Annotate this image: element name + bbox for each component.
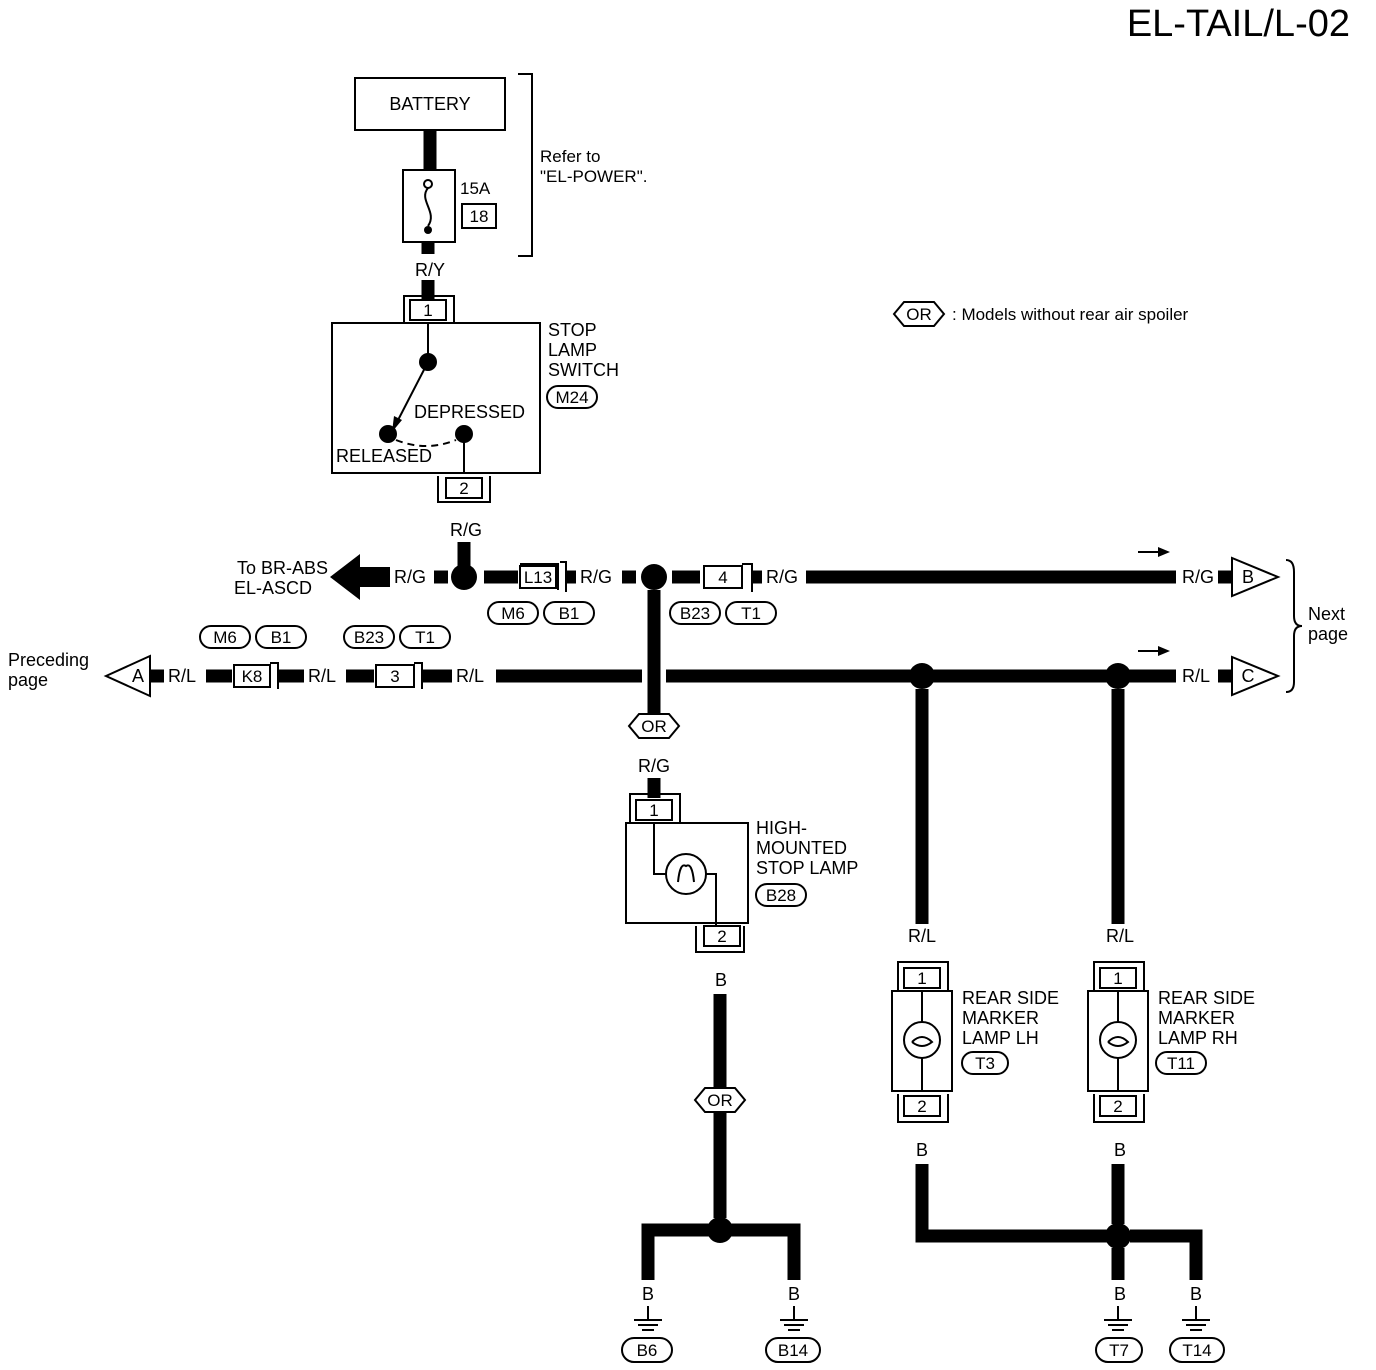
high-stop-lamp-box: [625, 822, 749, 924]
splice-gnd-2: [1105, 1223, 1131, 1249]
fuse-amps: 15A: [460, 179, 491, 198]
state-depressed: DEPRESSED: [414, 402, 525, 422]
rh-name-3: LAMP RH: [1158, 1028, 1238, 1048]
lh-pin-1: 1: [917, 969, 926, 988]
connector-l13: L13: [524, 568, 552, 587]
wire-b-label-g1: B: [642, 1284, 654, 1304]
ground-b14: B14: [778, 1341, 808, 1360]
wire-rg-label-vert: R/G: [450, 520, 482, 540]
next-page-line2: page: [1308, 624, 1348, 644]
conn-b1-a: B1: [559, 604, 580, 623]
wire-rl-label-4: R/L: [1182, 666, 1210, 686]
wire-ry-label: R/Y: [415, 260, 445, 280]
ground-icon-t7: [1103, 1305, 1133, 1331]
switch-pin-2: 2: [459, 479, 468, 498]
rh-pin-1: 1: [1113, 969, 1122, 988]
splice-rl-rh: [1105, 663, 1131, 689]
wire-b-label-1: B: [715, 970, 727, 990]
next-page-c-letter: C: [1242, 666, 1255, 686]
conn-b1-b: B1: [271, 628, 292, 647]
refer-note-line2: "EL-POWER".: [540, 167, 647, 186]
wire-b-label-g2: B: [788, 1284, 800, 1304]
to-other-line2: EL-ASCD: [234, 578, 312, 598]
preceding-letter: A: [132, 666, 144, 686]
conn-b23-a: B23: [680, 604, 710, 623]
connector-pin-4: 4: [718, 568, 727, 587]
fuse-link-icon: [424, 187, 432, 227]
connector-pin-3: 3: [390, 667, 399, 686]
ground-icon-b6: [633, 1305, 663, 1331]
stoplamp-name-3: STOP LAMP: [756, 858, 858, 878]
conn-m6-a: M6: [501, 604, 525, 623]
switch-name-3: SWITCH: [548, 360, 619, 380]
refer-note-line1: Refer to: [540, 147, 600, 166]
wire-b-label-g4: B: [1190, 1284, 1202, 1304]
switch-pin-1: 1: [423, 301, 432, 320]
option-code-2: OR: [707, 1091, 733, 1110]
battery-box: [354, 77, 506, 131]
ground-t7: T7: [1109, 1341, 1129, 1360]
preceding-line2: page: [8, 670, 48, 690]
page-title: EL-TAIL/L-02: [1127, 3, 1350, 45]
state-released: RELEASED: [336, 446, 432, 466]
lh-pin-2: 2: [917, 1097, 926, 1116]
splice-rg-1: [451, 564, 477, 590]
stoplamp-pin-1: 1: [649, 801, 658, 820]
conn-t1-a: T1: [741, 604, 761, 623]
stoplamp-pin-2: 2: [717, 927, 726, 946]
wire-rl-label-3: R/L: [456, 666, 484, 686]
lh-connector: T3: [975, 1054, 995, 1073]
stop-lamp-switch-box: [331, 322, 541, 474]
ground-b6: B6: [637, 1341, 658, 1360]
refer-bracket: [518, 73, 533, 257]
wire-rl-label-lh: R/L: [908, 926, 936, 946]
rh-name-1: REAR SIDE: [1158, 988, 1255, 1008]
next-page-b-letter: B: [1242, 567, 1254, 587]
wire-rg-label-2: R/G: [580, 567, 612, 587]
switch-name-2: LAMP: [548, 340, 597, 360]
ground-t14: T14: [1182, 1341, 1211, 1360]
conn-t1-b: T1: [415, 628, 435, 647]
wire-rg-label-4: R/G: [1182, 567, 1214, 587]
splice-rg-2: [641, 564, 667, 590]
wire-rg-label-3: R/G: [766, 567, 798, 587]
lh-name-1: REAR SIDE: [962, 988, 1059, 1008]
lh-name-2: MARKER: [962, 1008, 1039, 1028]
legend-text: : Models without rear air spoiler: [952, 305, 1189, 324]
conn-b23-b: B23: [354, 628, 384, 647]
next-page-b-flag[interactable]: [1231, 556, 1281, 598]
wire-b-label-rh: B: [1114, 1140, 1126, 1160]
ground-icon-b14: [779, 1305, 809, 1331]
legend-code: OR: [906, 305, 932, 324]
lh-name-3: LAMP LH: [962, 1028, 1039, 1048]
connector-k8: K8: [242, 667, 263, 686]
rh-name-2: MARKER: [1158, 1008, 1235, 1028]
preceding-line1: Preceding: [8, 650, 89, 670]
wire-rl-label-1: R/L: [168, 666, 196, 686]
rh-pin-2: 2: [1113, 1097, 1122, 1116]
fuse-number: 18: [470, 207, 489, 226]
next-page-line1: Next: [1308, 604, 1345, 624]
splice-rl-lh: [909, 663, 935, 689]
arrow-to-other-icon: [330, 554, 390, 600]
wire-b-label-g3: B: [1114, 1284, 1126, 1304]
wire-rg-label-5: R/G: [638, 756, 670, 776]
option-code-1: OR: [641, 717, 667, 736]
switch-connector: M24: [555, 388, 588, 407]
wire-rg-label-1: R/G: [394, 567, 426, 587]
to-other-line1: To BR-ABS: [237, 558, 328, 578]
next-page-c-flag[interactable]: [1231, 655, 1281, 697]
conn-m6-b: M6: [213, 628, 237, 647]
stoplamp-connector: B28: [766, 886, 796, 905]
battery-label: BATTERY: [389, 94, 470, 114]
stoplamp-name-2: MOUNTED: [756, 838, 847, 858]
switch-name-1: STOP: [548, 320, 597, 340]
stoplamp-name-1: HIGH-: [756, 818, 807, 838]
wire-rl-label-rh: R/L: [1106, 926, 1134, 946]
rh-connector: T11: [1167, 1054, 1195, 1073]
ground-icon-t14: [1181, 1305, 1211, 1331]
wire-rl-label-2: R/L: [308, 666, 336, 686]
wire-b-label-lh: B: [916, 1140, 928, 1160]
